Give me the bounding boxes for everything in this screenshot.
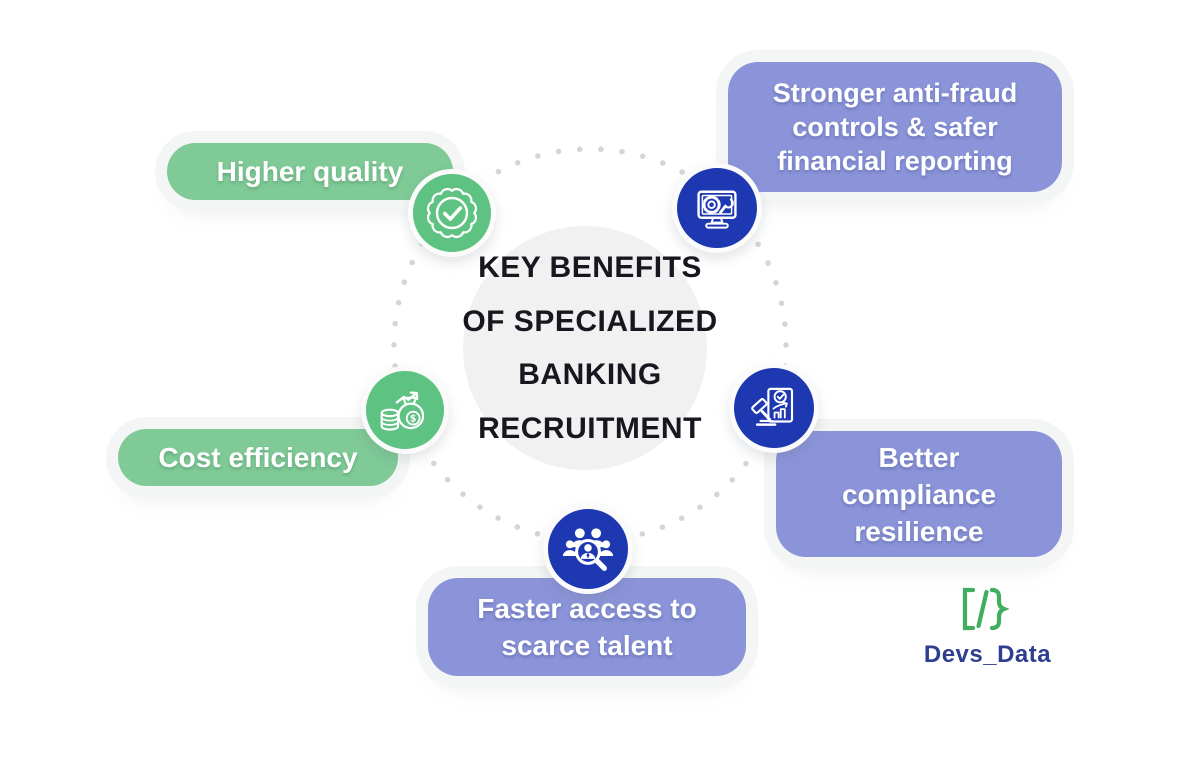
svg-text:$: $: [410, 414, 417, 425]
benefit-pill-higher-quality: Higher quality: [167, 143, 453, 200]
dotted-ring: [391, 146, 789, 544]
center-background-circle: [463, 226, 707, 470]
benefit-label-line: Stronger anti-fraud: [772, 78, 1018, 108]
benefit-label-line: Faster access to: [477, 593, 697, 624]
devsdata-logo: Devs_Data: [923, 583, 1052, 669]
benefit-box-scarce-talent: Faster access to scarce talent: [428, 578, 746, 676]
title-line: RECRUITMENT: [478, 411, 702, 445]
code-brackets-icon: [962, 587, 1010, 631]
benefit-label-line: controls & safer: [792, 112, 998, 142]
gavel-audit-icon: [729, 363, 819, 453]
title-line: BANKING: [518, 358, 662, 391]
benefit-label-line: financial reporting: [777, 146, 1013, 176]
talent-search-icon: [543, 504, 633, 594]
money-growth-icon: $: [361, 366, 449, 454]
benefit-label-line: Better: [878, 441, 960, 473]
benefit-box-compliance-resilience: Better compliance resilience: [776, 431, 1062, 557]
benefit-label: Higher quality: [216, 155, 404, 187]
benefit-label-line: compliance: [841, 478, 997, 510]
monitor-gear-wrench-icon: [672, 163, 762, 253]
title-line: KEY BENEFITS: [478, 251, 702, 284]
main-title: KEY BENEFITS OF SPECIALIZED BANKING RECR…: [390, 241, 790, 455]
logo-wordmark: Devs_Data: [923, 641, 1052, 668]
benefit-label-line: resilience: [854, 515, 984, 547]
benefit-label: Cost efficiency: [158, 441, 358, 473]
benefit-box-anti-fraud: Stronger anti-fraud controls & safer fin…: [728, 62, 1062, 192]
title-line: OF SPECIALIZED: [462, 304, 718, 338]
benefit-pill-cost-efficiency: Cost efficiency: [118, 429, 398, 486]
badge-check-icon: [408, 169, 496, 257]
benefit-label-line: scarce talent: [501, 630, 673, 661]
